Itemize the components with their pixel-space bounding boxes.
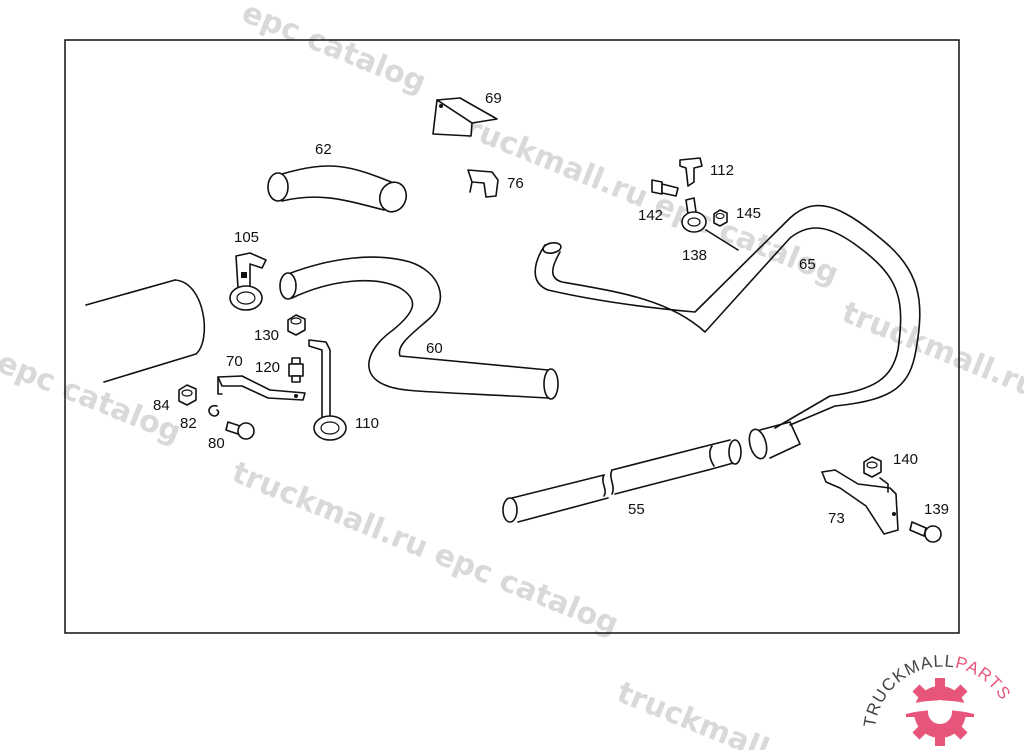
gear-icon bbox=[900, 678, 980, 746]
label-82: 82 bbox=[180, 415, 197, 432]
label-65: 65 bbox=[799, 256, 816, 273]
watermark-center: truckmall.ru epc catalog bbox=[447, 105, 843, 292]
label-80: 80 bbox=[208, 435, 225, 452]
part-70-bracket bbox=[217, 375, 306, 401]
part-105-clamp bbox=[229, 252, 267, 311]
part-62-bent-pipe bbox=[267, 165, 408, 213]
muffler-body bbox=[85, 279, 206, 383]
part-110-clamp bbox=[308, 339, 347, 441]
label-62: 62 bbox=[315, 141, 332, 158]
watermark-bottom: truckmall.ru epc catalog bbox=[227, 455, 623, 642]
label-138: 138 bbox=[682, 247, 707, 264]
part-69-bracket bbox=[432, 97, 498, 137]
label-70: 70 bbox=[226, 353, 243, 370]
part-120-mount bbox=[288, 357, 304, 383]
label-73: 73 bbox=[828, 510, 845, 527]
part-labels: 55 60 62 65 69 70 73 76 80 82 84 105 110… bbox=[153, 90, 949, 527]
label-60: 60 bbox=[426, 340, 443, 357]
part-65-bent-pipe bbox=[534, 204, 921, 460]
part-112-bracket bbox=[679, 157, 703, 187]
part-145-nut bbox=[713, 209, 728, 227]
label-140: 140 bbox=[893, 451, 918, 468]
part-138-clamp bbox=[681, 197, 739, 251]
label-145: 145 bbox=[736, 205, 761, 222]
label-84: 84 bbox=[153, 397, 170, 414]
part-142-bolt bbox=[651, 179, 679, 197]
part-140-nut bbox=[863, 456, 882, 478]
part-84-nut bbox=[178, 384, 197, 406]
label-105: 105 bbox=[234, 229, 259, 246]
part-80-bolt bbox=[225, 421, 255, 440]
part-139-bolt bbox=[909, 521, 942, 543]
watermark-bottom-2: truckmall.ru bbox=[612, 675, 818, 750]
label-142: 142 bbox=[638, 207, 663, 224]
part-76-clamp bbox=[467, 169, 499, 198]
watermark-top: epc catalog bbox=[237, 0, 431, 100]
part-130-nut bbox=[287, 314, 306, 336]
diagram-frame bbox=[64, 39, 960, 634]
label-120: 120 bbox=[255, 359, 280, 376]
label-55: 55 bbox=[628, 501, 645, 518]
part-73-bracket bbox=[821, 469, 899, 535]
label-69: 69 bbox=[485, 90, 502, 107]
part-60-s-pipe bbox=[279, 256, 559, 400]
label-76: 76 bbox=[507, 175, 524, 192]
label-130: 130 bbox=[254, 327, 279, 344]
label-139: 139 bbox=[924, 501, 949, 518]
part-55-straight-pipe bbox=[502, 439, 742, 523]
part-82-washer bbox=[208, 404, 220, 417]
label-110: 110 bbox=[355, 415, 379, 432]
label-112: 112 bbox=[710, 162, 734, 179]
truckmall-logo: TRUCKMALLPARTS bbox=[860, 651, 1014, 746]
